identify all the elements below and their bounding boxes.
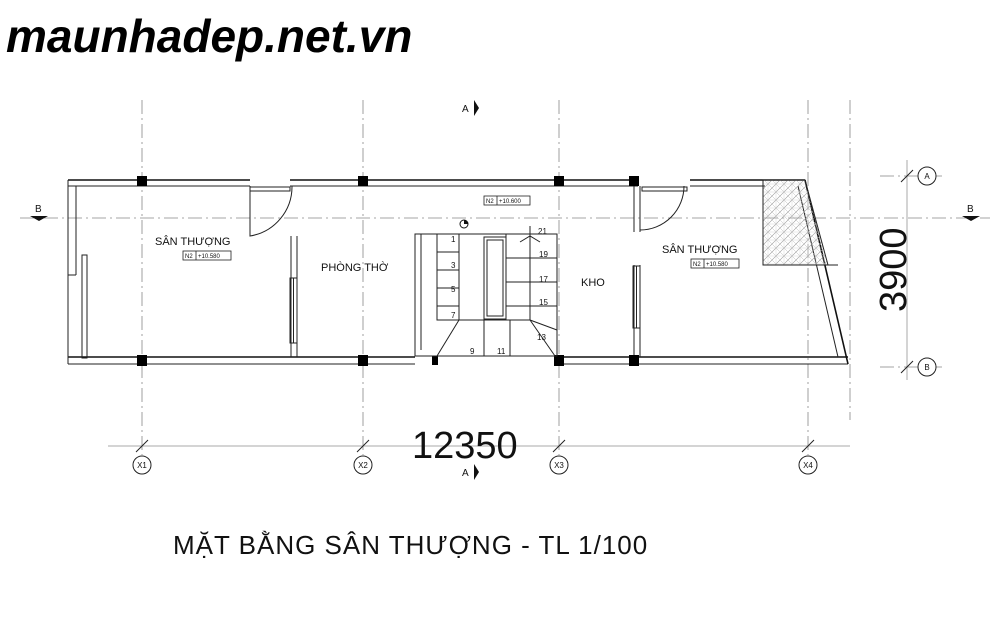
grid-bubble-b: B bbox=[917, 357, 937, 377]
staircase bbox=[414, 226, 558, 357]
section-mark-b-left: B bbox=[30, 204, 48, 221]
step-label: 13 bbox=[537, 333, 546, 342]
level-value: +10.600 bbox=[499, 199, 522, 205]
level-code: N2 bbox=[486, 199, 494, 205]
step-label: 7 bbox=[451, 311, 456, 320]
room-label-altar-room: PHÒNG THỜ bbox=[321, 261, 389, 274]
dimension-total-length: 12350 bbox=[108, 425, 850, 467]
stair-step-labels: 1 3 5 7 9 11 13 15 17 19 21 bbox=[451, 227, 548, 356]
section-letter: A bbox=[462, 104, 469, 115]
step-label: 11 bbox=[497, 347, 506, 356]
step-label: 17 bbox=[539, 275, 548, 284]
section-letter: B bbox=[967, 204, 974, 215]
structural-columns bbox=[137, 176, 639, 366]
width-value: 3900 bbox=[873, 227, 915, 312]
step-label: 9 bbox=[470, 347, 475, 356]
hatched-roof-area bbox=[762, 179, 829, 266]
level-code: N2 bbox=[693, 262, 701, 268]
level-tag-right: N2 +10.580 bbox=[690, 258, 740, 269]
grid-label: X3 bbox=[554, 461, 564, 470]
level-tag-left: N2 +10.580 bbox=[182, 250, 232, 261]
level-code: N2 bbox=[185, 254, 193, 260]
section-letter: B bbox=[35, 204, 42, 215]
grid-bubble-x3: X3 bbox=[549, 455, 569, 475]
step-label: 19 bbox=[539, 250, 548, 259]
grid-label: X4 bbox=[803, 461, 813, 470]
grid-lines bbox=[20, 100, 990, 455]
floor-drain-symbol bbox=[459, 219, 469, 229]
step-label: 1 bbox=[451, 235, 456, 244]
grid-label: X1 bbox=[137, 461, 147, 470]
section-mark-a-top: A bbox=[462, 100, 479, 116]
section-mark-b-right: B bbox=[962, 204, 980, 221]
level-value: +10.580 bbox=[198, 254, 221, 260]
grid-label: B bbox=[924, 363, 929, 372]
room-label-roof-terrace-left: SÂN THƯỢNG bbox=[155, 235, 230, 248]
grid-label: A bbox=[924, 172, 930, 181]
room-label-storage: KHO bbox=[581, 277, 605, 289]
outer-walls bbox=[67, 179, 849, 365]
grid-label: X2 bbox=[358, 461, 368, 470]
step-label: 5 bbox=[451, 285, 456, 294]
dimension-width: 3900 bbox=[873, 160, 915, 380]
section-letter: A bbox=[462, 468, 469, 479]
room-label-roof-terrace-right: SÂN THƯỢNG bbox=[662, 243, 737, 256]
step-label: 15 bbox=[539, 298, 548, 307]
step-label: 21 bbox=[538, 227, 547, 236]
grid-bubble-x4: X4 bbox=[798, 455, 818, 475]
section-mark-a-bottom: A bbox=[462, 464, 479, 480]
plan-title: MẶT BẰNG SÂN THƯỢNG - TL 1/100 bbox=[173, 530, 648, 560]
total-length-value: 12350 bbox=[412, 425, 518, 467]
step-label: 3 bbox=[451, 261, 456, 270]
doors bbox=[249, 185, 688, 237]
grid-bubble-a: A bbox=[917, 166, 937, 186]
level-value: +10.580 bbox=[706, 262, 729, 268]
watermark-text: maunhadep.net.vn bbox=[6, 10, 412, 62]
grid-bubble-x1: X1 bbox=[132, 455, 152, 475]
level-tag-center: N2 +10.600 bbox=[483, 195, 531, 206]
grid-bubble-x2: X2 bbox=[353, 455, 373, 475]
partition-windows bbox=[289, 265, 641, 344]
